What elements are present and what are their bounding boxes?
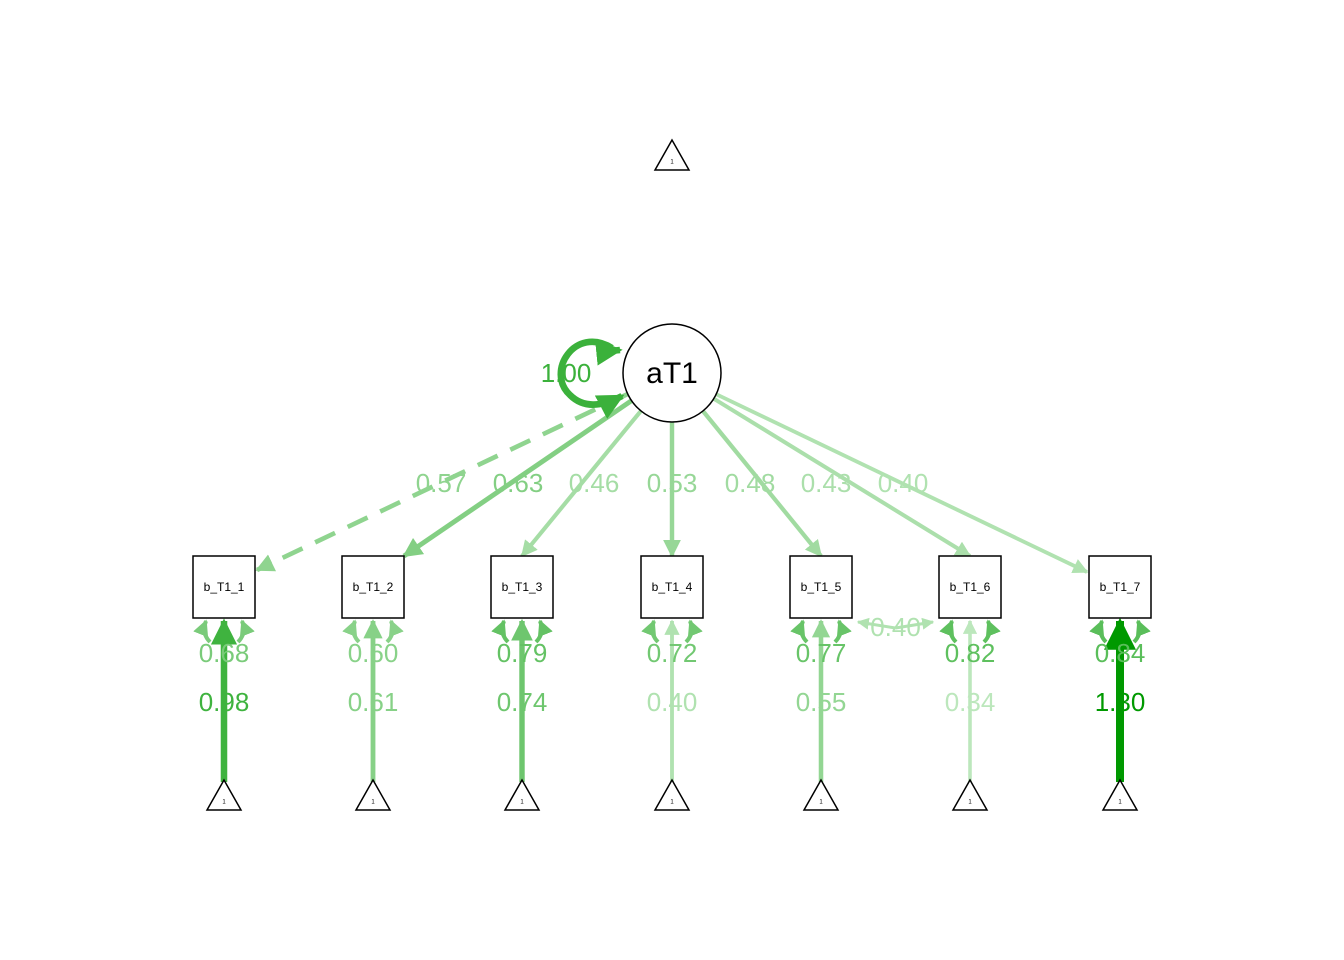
residual-loop-right: [833, 619, 852, 644]
indicator-label: b_T1_2: [353, 580, 394, 594]
residual-loop-left: [790, 619, 809, 644]
indicator-label: b_T1_6: [950, 580, 991, 594]
intercept-label: 0.61: [348, 687, 399, 717]
latent-intercept-triangle-label: 1: [670, 160, 674, 166]
residual-loop-left: [641, 619, 660, 644]
latent-variance-arrowhead: [594, 339, 623, 366]
latent-variance-loop: [557, 338, 625, 419]
loading-label: 0.63: [493, 468, 544, 498]
residual-loop-right: [385, 619, 404, 644]
latent-node-aT1: [622, 323, 722, 423]
loading-arrow: [402, 398, 633, 559]
residual-loop-right: [982, 619, 1001, 644]
intercept-triangle-label: 1: [819, 800, 823, 806]
indicator-node: [938, 555, 1002, 619]
loading-label: 0.43: [801, 468, 852, 498]
intercept-triangle-label: 1: [968, 800, 972, 806]
residual-loop-left: [939, 619, 958, 644]
loading-arrow: [715, 392, 1089, 574]
loading-label: 0.57: [416, 468, 467, 498]
residual-loop-right: [1132, 619, 1151, 644]
indicator-node: [640, 555, 704, 619]
indicator-node: [192, 555, 256, 619]
intercept-label: 0.74: [497, 687, 548, 717]
residual-label: 0.68: [199, 638, 250, 668]
covariance-label: 0.40: [870, 612, 921, 642]
intercept-triangle-label: 1: [670, 800, 674, 806]
intercept-triangle: [1101, 778, 1139, 811]
residual-loop-left: [491, 619, 510, 644]
intercept-triangle: [802, 778, 840, 811]
residual-loop-left: [342, 619, 361, 644]
intercept-triangle-label: 1: [222, 800, 226, 806]
residual-loop-right: [236, 619, 255, 644]
residual-loop-right: [534, 619, 553, 644]
indicator-label: b_T1_1: [204, 580, 245, 594]
intercept-label: 0.55: [796, 687, 847, 717]
residual-label: 0.60: [348, 638, 399, 668]
residual-label: 0.79: [497, 638, 548, 668]
covariance-arrow-right: [895, 617, 935, 630]
indicator-node: [1088, 555, 1152, 619]
residual-loop-left: [1089, 619, 1108, 644]
intercept-triangle: [653, 778, 691, 811]
latent-intercept-triangle: [653, 138, 691, 171]
residual-loop-left: [193, 619, 212, 644]
indicator-label: b_T1_5: [801, 580, 842, 594]
intercept-triangle: [205, 778, 243, 811]
indicator-node: [789, 555, 853, 619]
loading-arrow: [701, 409, 823, 558]
intercept-triangle: [354, 778, 392, 811]
indicator-label: b_T1_4: [652, 580, 693, 594]
indicator-node: [341, 555, 405, 619]
covariance-arrow-left: [856, 617, 896, 630]
residual-label: 0.77: [796, 638, 847, 668]
residual-loop-right: [684, 619, 703, 644]
intercept-triangle: [503, 778, 541, 811]
loading-label: 0.53: [647, 468, 698, 498]
intercept-triangle-label: 1: [520, 800, 524, 806]
loading-arrow: [712, 396, 972, 558]
residual-label: 0.72: [647, 638, 698, 668]
latent-label: aT1: [646, 357, 698, 390]
residual-label: 0.84: [1095, 638, 1146, 668]
loading-arrow: [520, 409, 643, 558]
latent-variance-label: 1.00: [541, 358, 592, 388]
intercept-triangle-label: 1: [1118, 800, 1122, 806]
intercept-label: 0.40: [647, 687, 698, 717]
intercept-triangle-label: 1: [371, 800, 375, 806]
indicator-label: b_T1_7: [1100, 580, 1141, 594]
intercept-label: 1.30: [1095, 687, 1146, 717]
residual-label: 0.82: [945, 638, 996, 668]
indicator-label: b_T1_3: [502, 580, 543, 594]
loading-label: 0.40: [878, 468, 929, 498]
loading-arrow: [255, 391, 629, 573]
loading-label: 0.48: [725, 468, 776, 498]
loading-label: 0.46: [569, 468, 620, 498]
intercept-label: 0.34: [945, 687, 996, 717]
indicator-node: [490, 555, 554, 619]
intercept-triangle: [951, 778, 989, 811]
intercept-label: 0.98: [199, 687, 250, 717]
